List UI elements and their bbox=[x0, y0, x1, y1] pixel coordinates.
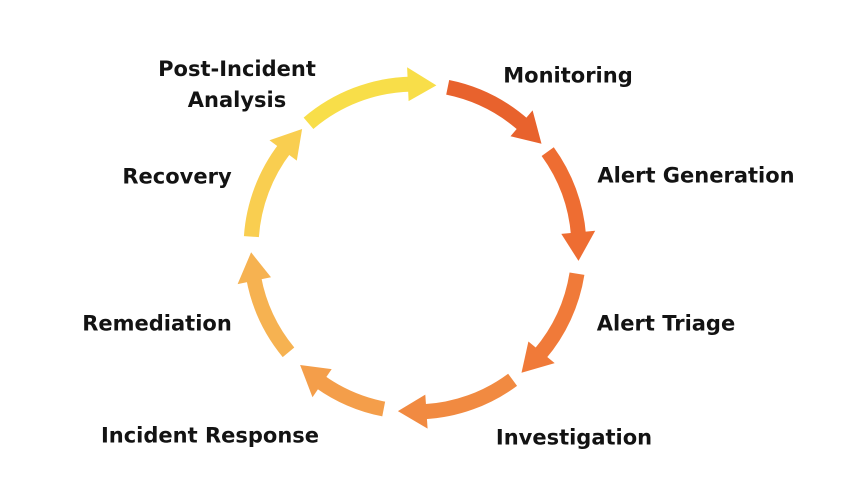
cycle-arrow-arc-alert-triage bbox=[533, 272, 585, 360]
cycle-arrow-head-recovery bbox=[269, 129, 303, 161]
cycle-arrow-arc-recovery bbox=[243, 143, 291, 238]
cycle-arrow-arc-monitoring bbox=[446, 79, 529, 131]
stage-label-investigation: Investigation bbox=[495, 425, 653, 450]
cycle-arrow-arc-incident-response bbox=[315, 375, 386, 417]
cycle-arrow-head-alert-generation bbox=[561, 230, 596, 261]
cycle-arrow-arc-post-incident bbox=[303, 76, 412, 130]
stage-label-incident-response: Incident Response bbox=[100, 423, 320, 448]
cycle-arrow-arc-investigation bbox=[423, 373, 518, 420]
stage-label-alert-triage: Alert Triage bbox=[596, 311, 736, 336]
stage-label-remediation: Remediation bbox=[82, 311, 232, 336]
cycle-arrow-arc-alert-generation bbox=[541, 147, 586, 236]
cycle-arrow-head-monitoring bbox=[510, 110, 542, 144]
stage-label-alert-generation: Alert Generation bbox=[597, 163, 795, 188]
stage-label-post-incident-analysis: Post-Incident Analysis bbox=[158, 57, 316, 112]
cycle-arrow-head-alert-triage bbox=[521, 341, 555, 373]
cycle-arrow-head-incident-response bbox=[300, 365, 332, 398]
cycle-arrow-head-remediation bbox=[237, 252, 271, 285]
stage-label-recovery: Recovery bbox=[122, 164, 232, 189]
cycle-arrow-head-investigation bbox=[397, 394, 428, 429]
cycle-arrow-head-post-incident bbox=[407, 67, 437, 102]
cycle-arrow-arc-remediation bbox=[246, 276, 295, 358]
stage-label-monitoring: Monitoring bbox=[503, 63, 633, 88]
